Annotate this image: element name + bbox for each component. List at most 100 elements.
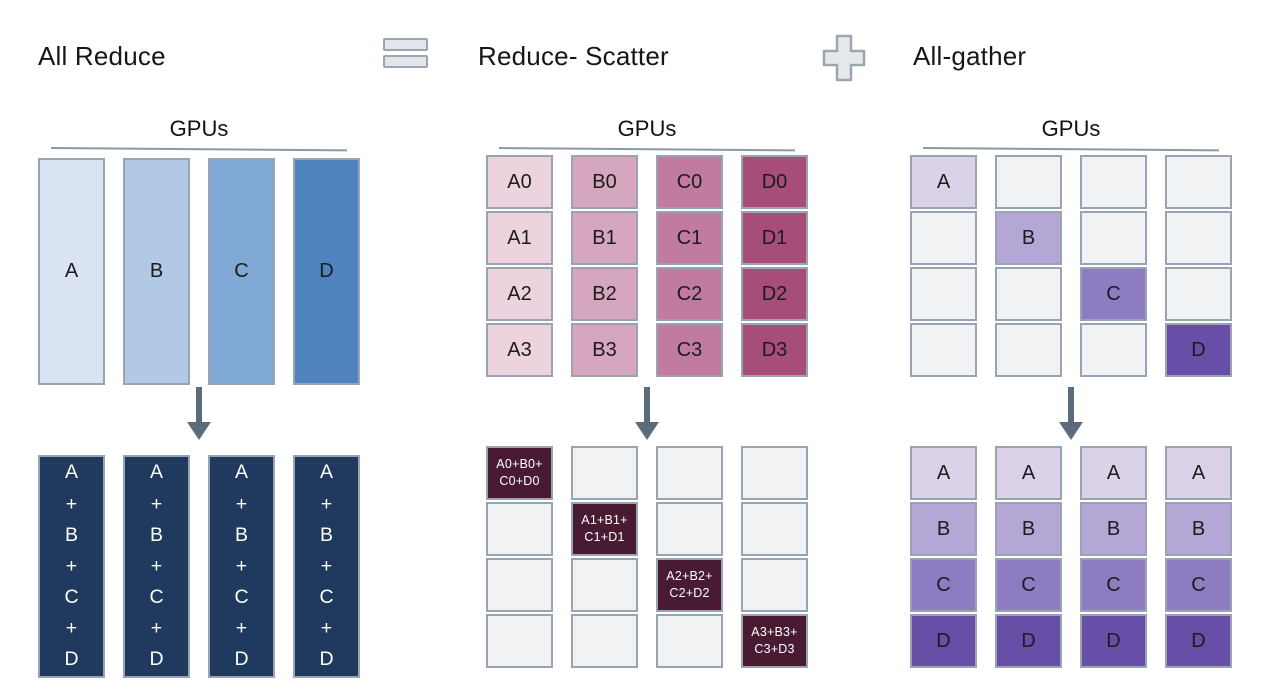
grid-cell-empty	[910, 323, 977, 377]
grid-cell-empty	[571, 614, 638, 668]
arrow-head	[187, 422, 211, 440]
gpus-underline	[50, 147, 347, 152]
grid-cell-B: B	[1080, 502, 1147, 556]
arrow-stem	[1068, 387, 1074, 422]
all-reduce-output-grid: A + B + C + D A + B + C + D A + B + C + D A…	[38, 455, 360, 678]
grid-cell-D: D	[293, 158, 360, 385]
grid-column: C	[208, 158, 275, 385]
grid-cell-empty	[1080, 211, 1147, 265]
grid-cell-empty	[486, 502, 553, 556]
grid-cell-A3: A3	[486, 323, 553, 377]
grid-cell-B: B	[995, 211, 1062, 265]
grid-cell-A1-B1-C1-D1: A1+B1+ C1+D1	[571, 502, 638, 556]
grid-cell-empty	[486, 614, 553, 668]
grid-cell-empty	[1165, 211, 1232, 265]
grid-cell-C2: C2	[656, 267, 723, 321]
grid-cell-D: D	[910, 614, 977, 668]
grid-cell-empty	[1165, 155, 1232, 209]
grid-cell-empty	[741, 446, 808, 500]
grid-cell-D: D	[1080, 614, 1147, 668]
grid-column: D	[293, 158, 360, 385]
grid-column: A + B + C + D	[123, 455, 190, 678]
grid-column: B	[123, 158, 190, 385]
equals-icon	[383, 38, 430, 72]
grid-cell-A: A	[995, 446, 1062, 500]
grid-cell-A: A	[910, 155, 977, 209]
grid-cell-empty	[656, 502, 723, 556]
grid-cell-A: A	[1165, 446, 1232, 500]
grid-cell-C: C	[1080, 558, 1147, 612]
gpus-underline	[922, 147, 1219, 152]
grid-column: A	[38, 158, 105, 385]
title-reduce-scatter: Reduce- Scatter	[478, 41, 669, 71]
grid-column: A2+B2+ C2+D2	[656, 446, 723, 668]
grid-cell-B3: B3	[571, 323, 638, 377]
grid-cell-empty	[571, 558, 638, 612]
grid-column: A	[910, 155, 977, 377]
grid-cell-B1: B1	[571, 211, 638, 265]
down-arrow-icon	[635, 387, 659, 440]
grid-column: C	[1080, 155, 1147, 377]
grid-cell-empty	[910, 211, 977, 265]
grid-cell-D2: D2	[741, 267, 808, 321]
grid-cell-B: B	[910, 502, 977, 556]
grid-column: A0+B0+ C0+D0	[486, 446, 553, 668]
grid-cell-empty	[1165, 267, 1232, 321]
title-all-reduce: All Reduce	[38, 41, 166, 71]
down-arrow-icon	[187, 387, 211, 440]
grid-column: D	[1165, 155, 1232, 377]
grid-cell-C: C	[1165, 558, 1232, 612]
grid-cell-B0: B0	[571, 155, 638, 209]
grid-column: A + B + C + D	[208, 455, 275, 678]
grid-cell-A: A	[910, 446, 977, 500]
grid-cell-A-B-C-D: A + B + C + D	[293, 455, 360, 678]
title-all-gather: All-gather	[913, 41, 1027, 71]
grid-cell-B: B	[1165, 502, 1232, 556]
grid-cell-empty	[995, 323, 1062, 377]
grid-cell-empty	[910, 267, 977, 321]
grid-column: A3+B3+ C3+D3	[741, 446, 808, 668]
grid-cell-D3: D3	[741, 323, 808, 377]
grid-cell-C: C	[995, 558, 1062, 612]
gpus-label: GPUs	[1041, 116, 1101, 141]
grid-cell-D: D	[1165, 614, 1232, 668]
grid-cell-A3-B3-C3-D3: A3+B3+ C3+D3	[741, 614, 808, 668]
grid-cell-A: A	[38, 158, 105, 385]
equals-bar-top	[383, 38, 428, 51]
grid-cell-B: B	[995, 502, 1062, 556]
grid-column: B	[995, 155, 1062, 377]
plus-icon	[821, 33, 867, 88]
grid-cell-C: C	[910, 558, 977, 612]
arrow-stem	[644, 387, 650, 422]
grid-cell-A1: A1	[486, 211, 553, 265]
grid-cell-empty	[571, 446, 638, 500]
grid-cell-empty	[995, 267, 1062, 321]
gpus-label: GPUs	[617, 116, 677, 141]
grid-cell-empty	[1080, 323, 1147, 377]
grid-cell-C1: C1	[656, 211, 723, 265]
grid-column: A + B + C + D	[293, 455, 360, 678]
gpus-label: GPUs	[169, 116, 229, 141]
grid-cell-A0: A0	[486, 155, 553, 209]
arrow-head	[635, 422, 659, 440]
grid-cell-A-B-C-D: A + B + C + D	[208, 455, 275, 678]
grid-cell-empty	[486, 558, 553, 612]
grid-cell-empty	[1080, 155, 1147, 209]
grid-cell-A2: A2	[486, 267, 553, 321]
grid-cell-A0-B0-C0-D0: A0+B0+ C0+D0	[486, 446, 553, 500]
grid-column: A + B + C + D	[38, 455, 105, 678]
grid-cell-empty	[995, 155, 1062, 209]
grid-cell-D0: D0	[741, 155, 808, 209]
grid-cell-empty	[656, 614, 723, 668]
down-arrow-icon	[1059, 387, 1083, 440]
grid-cell-D: D	[1165, 323, 1232, 377]
